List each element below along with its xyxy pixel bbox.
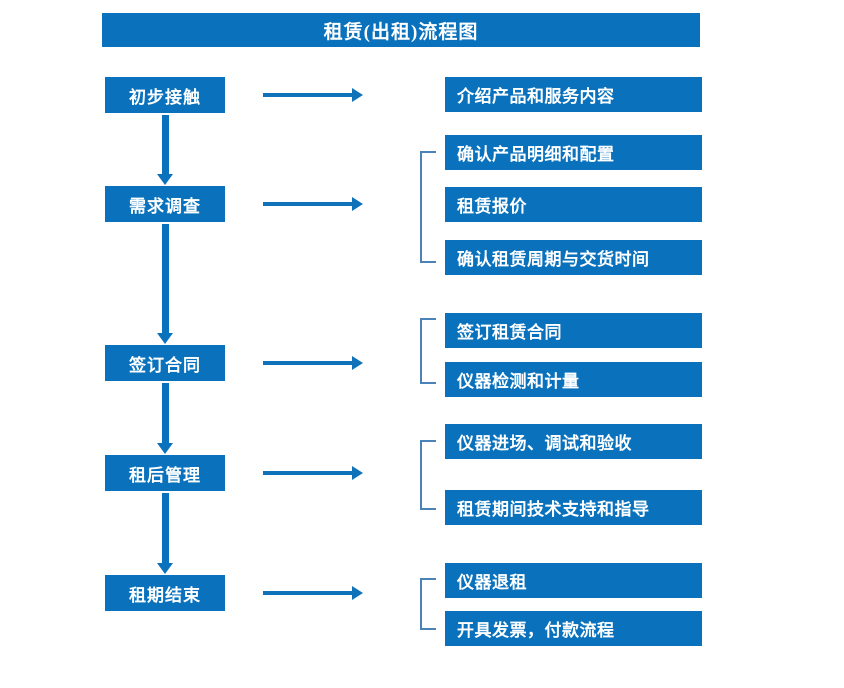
detail-box-2[interactable]: 确认产品明细和配置 [445, 135, 702, 170]
detail-box-4[interactable]: 确认租赁周期与交货时间 [445, 240, 702, 275]
arrow-right-stage5 [263, 585, 363, 601]
arrow-right-stage3 [263, 355, 363, 371]
stage-box-3[interactable]: 签订合同 [105, 345, 225, 381]
arrow-right-stage4 [263, 465, 363, 481]
arrow-right-stage2 [263, 196, 363, 212]
stage-box-4[interactable]: 租后管理 [105, 455, 225, 491]
detail-box-3[interactable]: 租赁报价 [445, 187, 702, 222]
group-bracket-management [420, 440, 436, 510]
detail-box-5[interactable]: 签订租赁合同 [445, 313, 702, 348]
arrow-down-stage3-stage4 [153, 383, 177, 454]
detail-box-1[interactable]: 介绍产品和服务内容 [445, 77, 702, 112]
stage-box-5[interactable]: 租期结束 [105, 575, 225, 611]
arrow-down-stage1-stage2 [153, 115, 177, 185]
arrow-down-stage4-stage5 [153, 493, 177, 574]
detail-box-9[interactable]: 仪器退租 [445, 563, 702, 598]
arrow-down-stage2-stage3 [153, 224, 177, 344]
page-title: 租赁(出租)流程图 [102, 13, 700, 47]
stage-box-2[interactable]: 需求调查 [105, 186, 225, 222]
arrow-right-stage1 [263, 87, 363, 103]
group-bracket-requirements [420, 151, 436, 263]
detail-box-10[interactable]: 开具发票，付款流程 [445, 611, 702, 646]
detail-box-7[interactable]: 仪器进场、调试和验收 [445, 424, 702, 459]
group-bracket-termination [420, 578, 436, 630]
detail-box-8[interactable]: 租赁期间技术支持和指导 [445, 490, 702, 525]
group-bracket-contract [420, 318, 436, 384]
stage-box-1[interactable]: 初步接触 [105, 77, 225, 113]
detail-box-6[interactable]: 仪器检测和计量 [445, 362, 702, 397]
